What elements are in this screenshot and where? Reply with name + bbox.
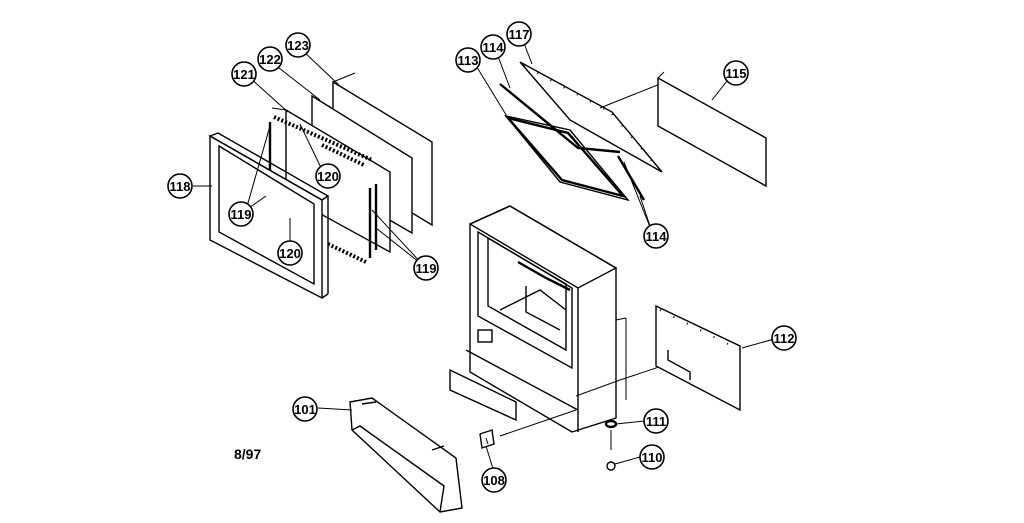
callout-110: 110 <box>639 444 665 470</box>
callout-114-bottom: 114 <box>643 223 669 249</box>
callout-112: 112 <box>771 325 797 351</box>
callout-123: 123 <box>285 32 311 58</box>
callout-118: 118 <box>167 173 193 199</box>
callout-117: 117 <box>506 21 532 47</box>
date-label: 8/97 <box>234 446 261 462</box>
svg-text:119: 119 <box>231 207 252 222</box>
callout-108: 108 <box>481 467 507 493</box>
svg-text:112: 112 <box>774 331 795 346</box>
part-114-trim <box>499 83 621 154</box>
callout-111: 111 <box>643 408 669 434</box>
callout-114-top: 114 <box>480 34 506 60</box>
svg-text:111: 111 <box>646 414 666 429</box>
part-112-rear-cover <box>655 304 741 412</box>
svg-text:119: 119 <box>416 261 437 276</box>
svg-text:118: 118 <box>170 179 191 194</box>
svg-text:117: 117 <box>509 27 530 42</box>
callout-119-right: 119 <box>413 255 439 281</box>
svg-text:114: 114 <box>483 40 505 55</box>
mirror-assembly <box>499 61 767 202</box>
callout-113: 113 <box>455 47 481 73</box>
part-101-lower-panel <box>349 397 463 513</box>
svg-text:108: 108 <box>483 473 505 488</box>
part-110-screw <box>606 461 616 471</box>
svg-text:114: 114 <box>646 229 668 244</box>
svg-text:121: 121 <box>233 67 255 82</box>
part-120-strip-top <box>273 115 373 162</box>
part-108-knob <box>479 429 495 449</box>
svg-text:101: 101 <box>294 402 316 417</box>
svg-text:122: 122 <box>259 52 281 67</box>
svg-text:113: 113 <box>458 53 479 68</box>
callout-120-top: 120 <box>315 163 341 189</box>
svg-text:110: 110 <box>642 450 663 465</box>
svg-text:115: 115 <box>726 66 747 81</box>
part-117-panel <box>519 61 663 173</box>
svg-text:120: 120 <box>279 246 301 261</box>
svg-text:123: 123 <box>287 38 309 53</box>
callout-120-bottom: 120 <box>277 240 303 266</box>
svg-text:120: 120 <box>317 169 339 184</box>
cabinet <box>449 205 681 437</box>
callout-121: 121 <box>231 61 257 87</box>
callout-115: 115 <box>723 60 749 86</box>
part-115-back-panel <box>657 76 767 188</box>
callout-119-left: 119 <box>228 201 254 227</box>
callout-101: 101 <box>292 396 318 422</box>
callout-122: 122 <box>257 46 283 72</box>
part-111-washer <box>604 419 618 429</box>
